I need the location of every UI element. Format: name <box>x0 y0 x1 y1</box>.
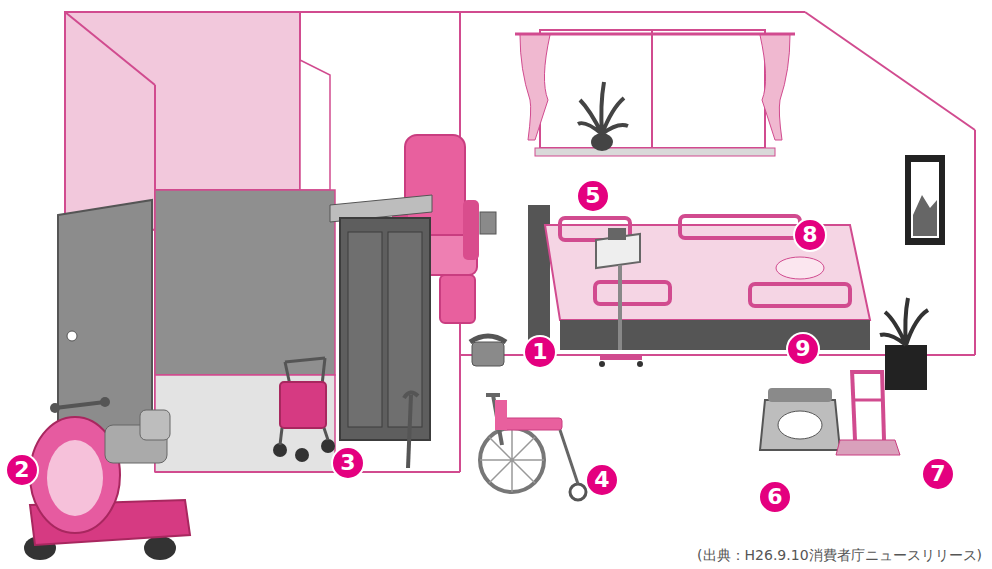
callout-number: 8 <box>793 218 827 252</box>
callout-number: 7 <box>921 457 955 491</box>
callout-number: 2 <box>5 453 39 487</box>
source-caption: (出典：H26.9.10消費者庁ニュースリリース) <box>695 547 984 565</box>
callout-number-text: 7 <box>930 463 945 485</box>
callout-number-text: 3 <box>340 452 355 474</box>
callout-number: 5 <box>576 179 610 213</box>
callout-number: 3 <box>331 446 365 480</box>
callout-number-text: 4 <box>594 469 609 491</box>
callout-number: 1 <box>523 335 557 369</box>
callout-number-text: 1 <box>532 341 547 363</box>
callout-number: 6 <box>758 480 792 514</box>
callout-number: 9 <box>786 332 820 366</box>
callout-number-text: 8 <box>802 224 817 246</box>
callout-number-text: 9 <box>795 338 810 360</box>
callout-number-text: 5 <box>585 185 600 207</box>
callout-number-text: 6 <box>767 486 782 508</box>
callout-number: 4 <box>585 463 619 497</box>
callout-number-text: 2 <box>14 459 29 481</box>
